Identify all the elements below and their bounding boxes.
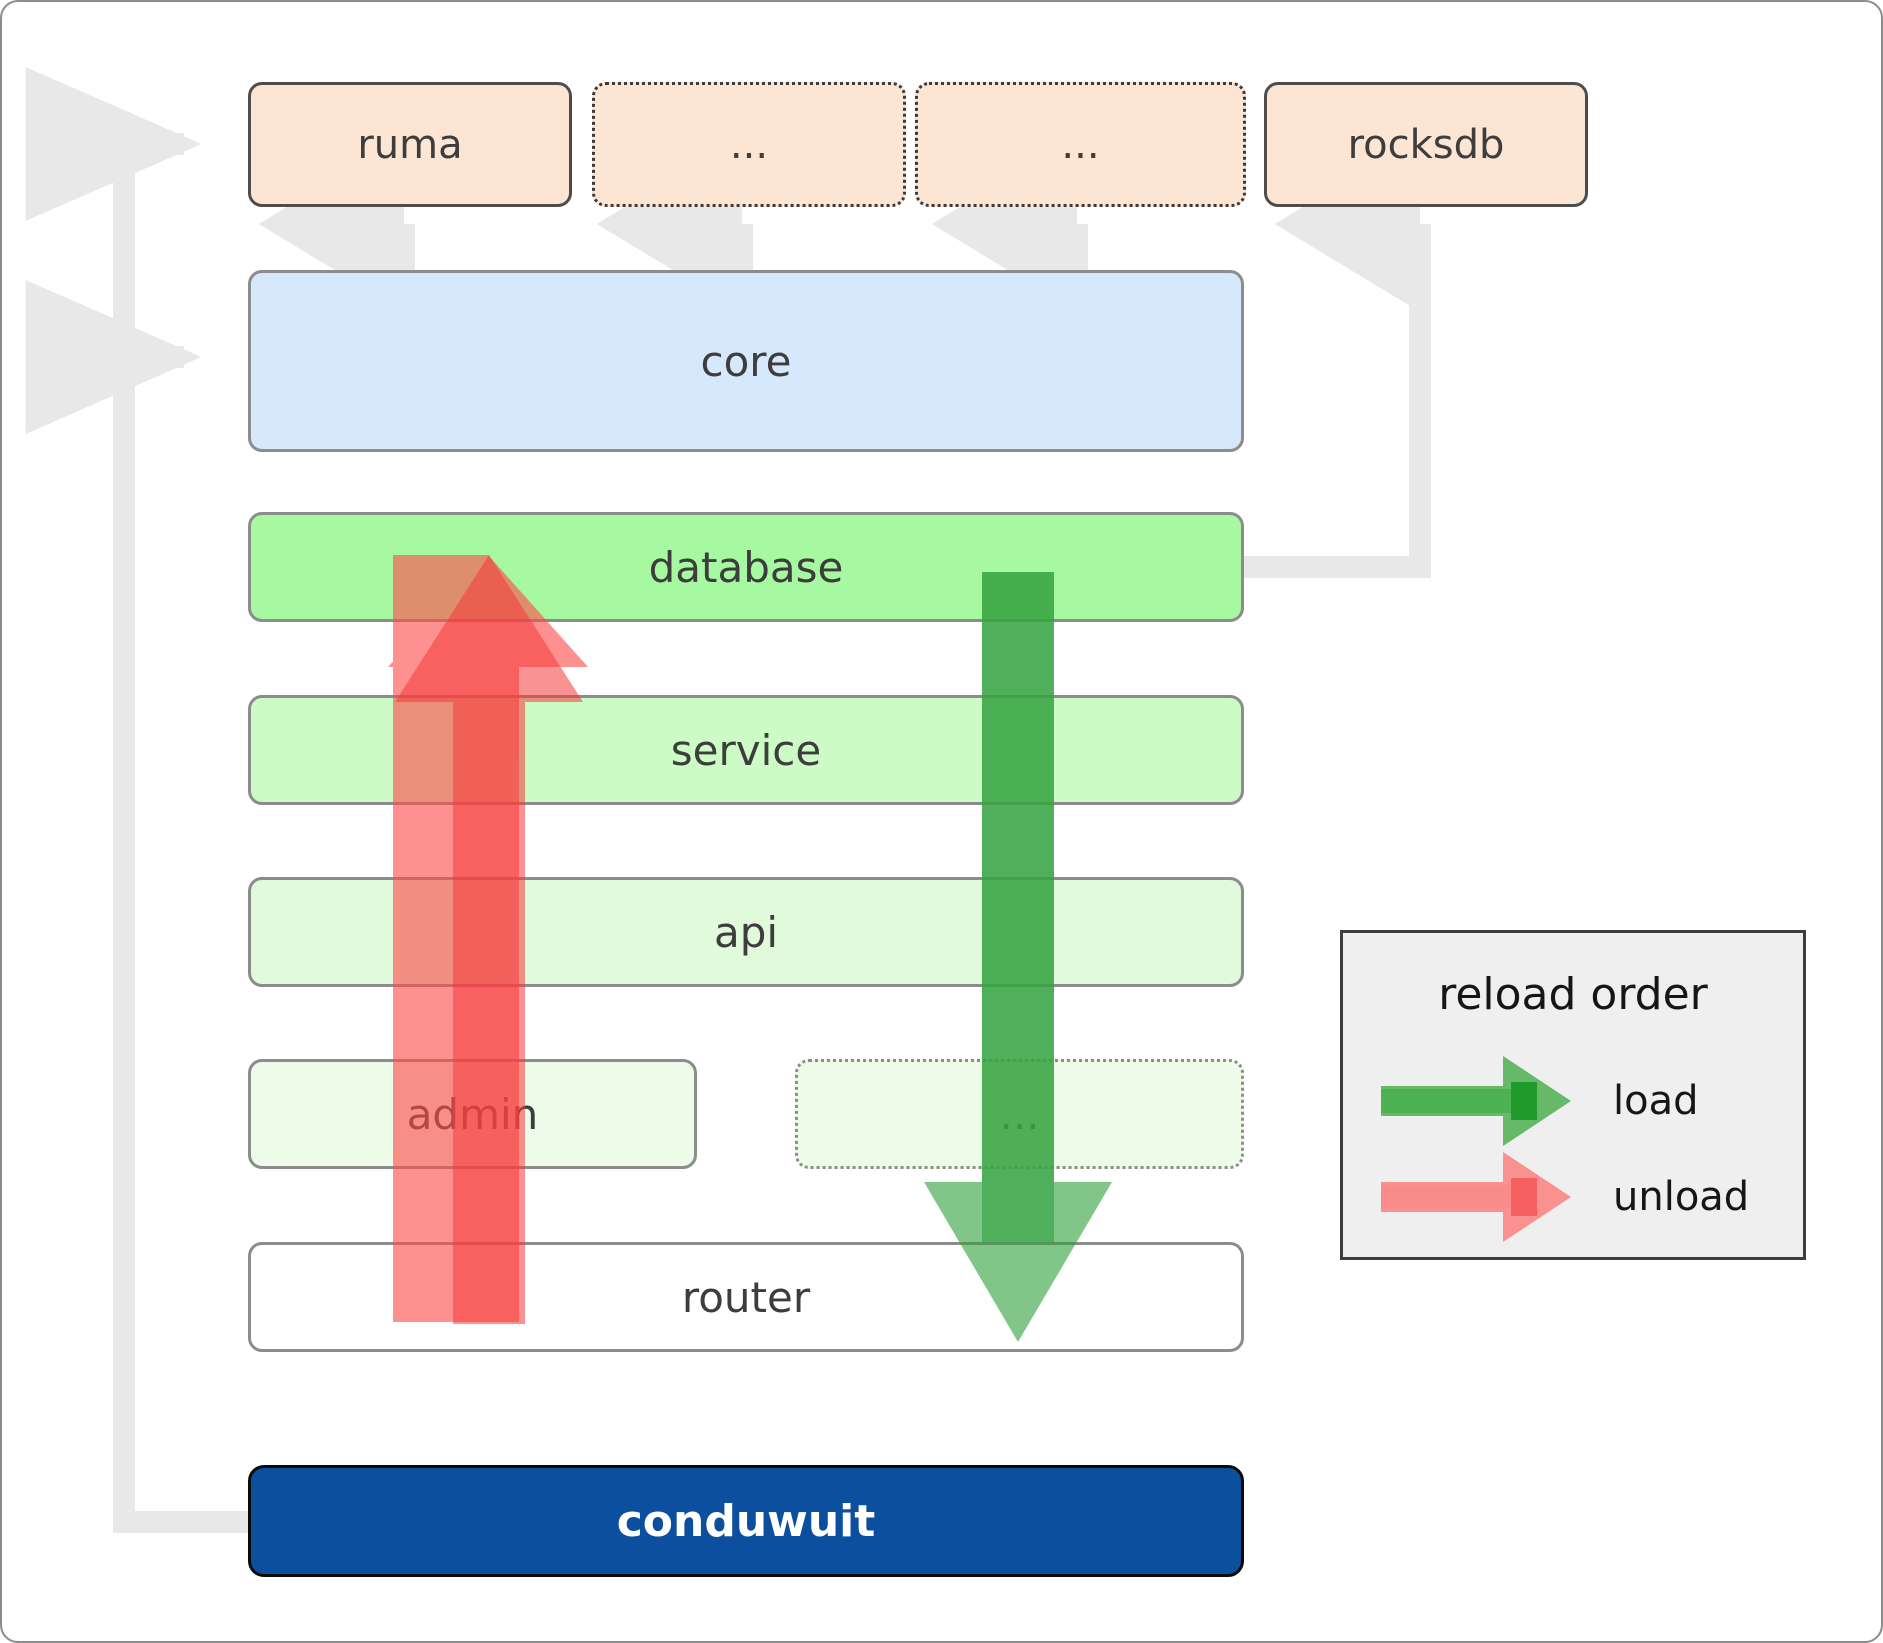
legend-label-load: load — [1613, 1078, 1699, 1124]
root-node-conduwuit-label: conduwuit — [616, 1495, 876, 1547]
dep-node-ruma-label: ruma — [357, 121, 463, 168]
core-node[interactable]: core — [248, 270, 1244, 452]
dep-node-rocksdb-label: rocksdb — [1347, 121, 1505, 168]
unload-arrow-icon — [1381, 1152, 1571, 1242]
load-arrow-icon — [1381, 1056, 1571, 1146]
layer-node-router-label: router — [681, 1272, 811, 1322]
core-node-label: core — [700, 336, 792, 386]
layer-node-admin-label: admin — [406, 1089, 539, 1139]
layer-node-service[interactable]: service — [248, 695, 1244, 805]
layer-node-ellipsis-label: ... — [999, 1089, 1040, 1139]
legend-row-load: load — [1343, 1055, 1803, 1147]
legend-panel: reload order load unload — [1340, 930, 1806, 1260]
layer-node-ellipsis[interactable]: ... — [795, 1059, 1244, 1169]
dep-node-ellipsis-2-label: ... — [1061, 121, 1100, 168]
layer-node-router[interactable]: router — [248, 1242, 1244, 1352]
layer-node-api[interactable]: api — [248, 877, 1244, 987]
legend-label-unload: unload — [1613, 1174, 1750, 1220]
layer-node-api-label: api — [713, 907, 779, 957]
dep-node-rocksdb[interactable]: rocksdb — [1264, 82, 1588, 207]
layer-node-database[interactable]: database — [248, 512, 1244, 622]
layer-node-admin[interactable]: admin — [248, 1059, 697, 1169]
dep-node-ellipsis-1[interactable]: ... — [592, 82, 906, 207]
conduwuit-to-deps-arrows — [25, 67, 248, 1533]
dep-node-ellipsis-2[interactable]: ... — [915, 82, 1246, 207]
legend-row-unload: unload — [1343, 1151, 1803, 1243]
core-to-deps-arrows — [258, 136, 1088, 312]
legend-title: reload order — [1438, 969, 1708, 1020]
dep-node-ellipsis-1-label: ... — [729, 121, 769, 168]
database-to-rocksdb-arrow — [1242, 136, 1431, 578]
layer-node-service-label: service — [670, 725, 822, 775]
root-node-conduwuit[interactable]: conduwuit — [248, 1465, 1244, 1577]
layer-node-database-label: database — [648, 542, 844, 592]
dep-node-ruma[interactable]: ruma — [248, 82, 572, 207]
